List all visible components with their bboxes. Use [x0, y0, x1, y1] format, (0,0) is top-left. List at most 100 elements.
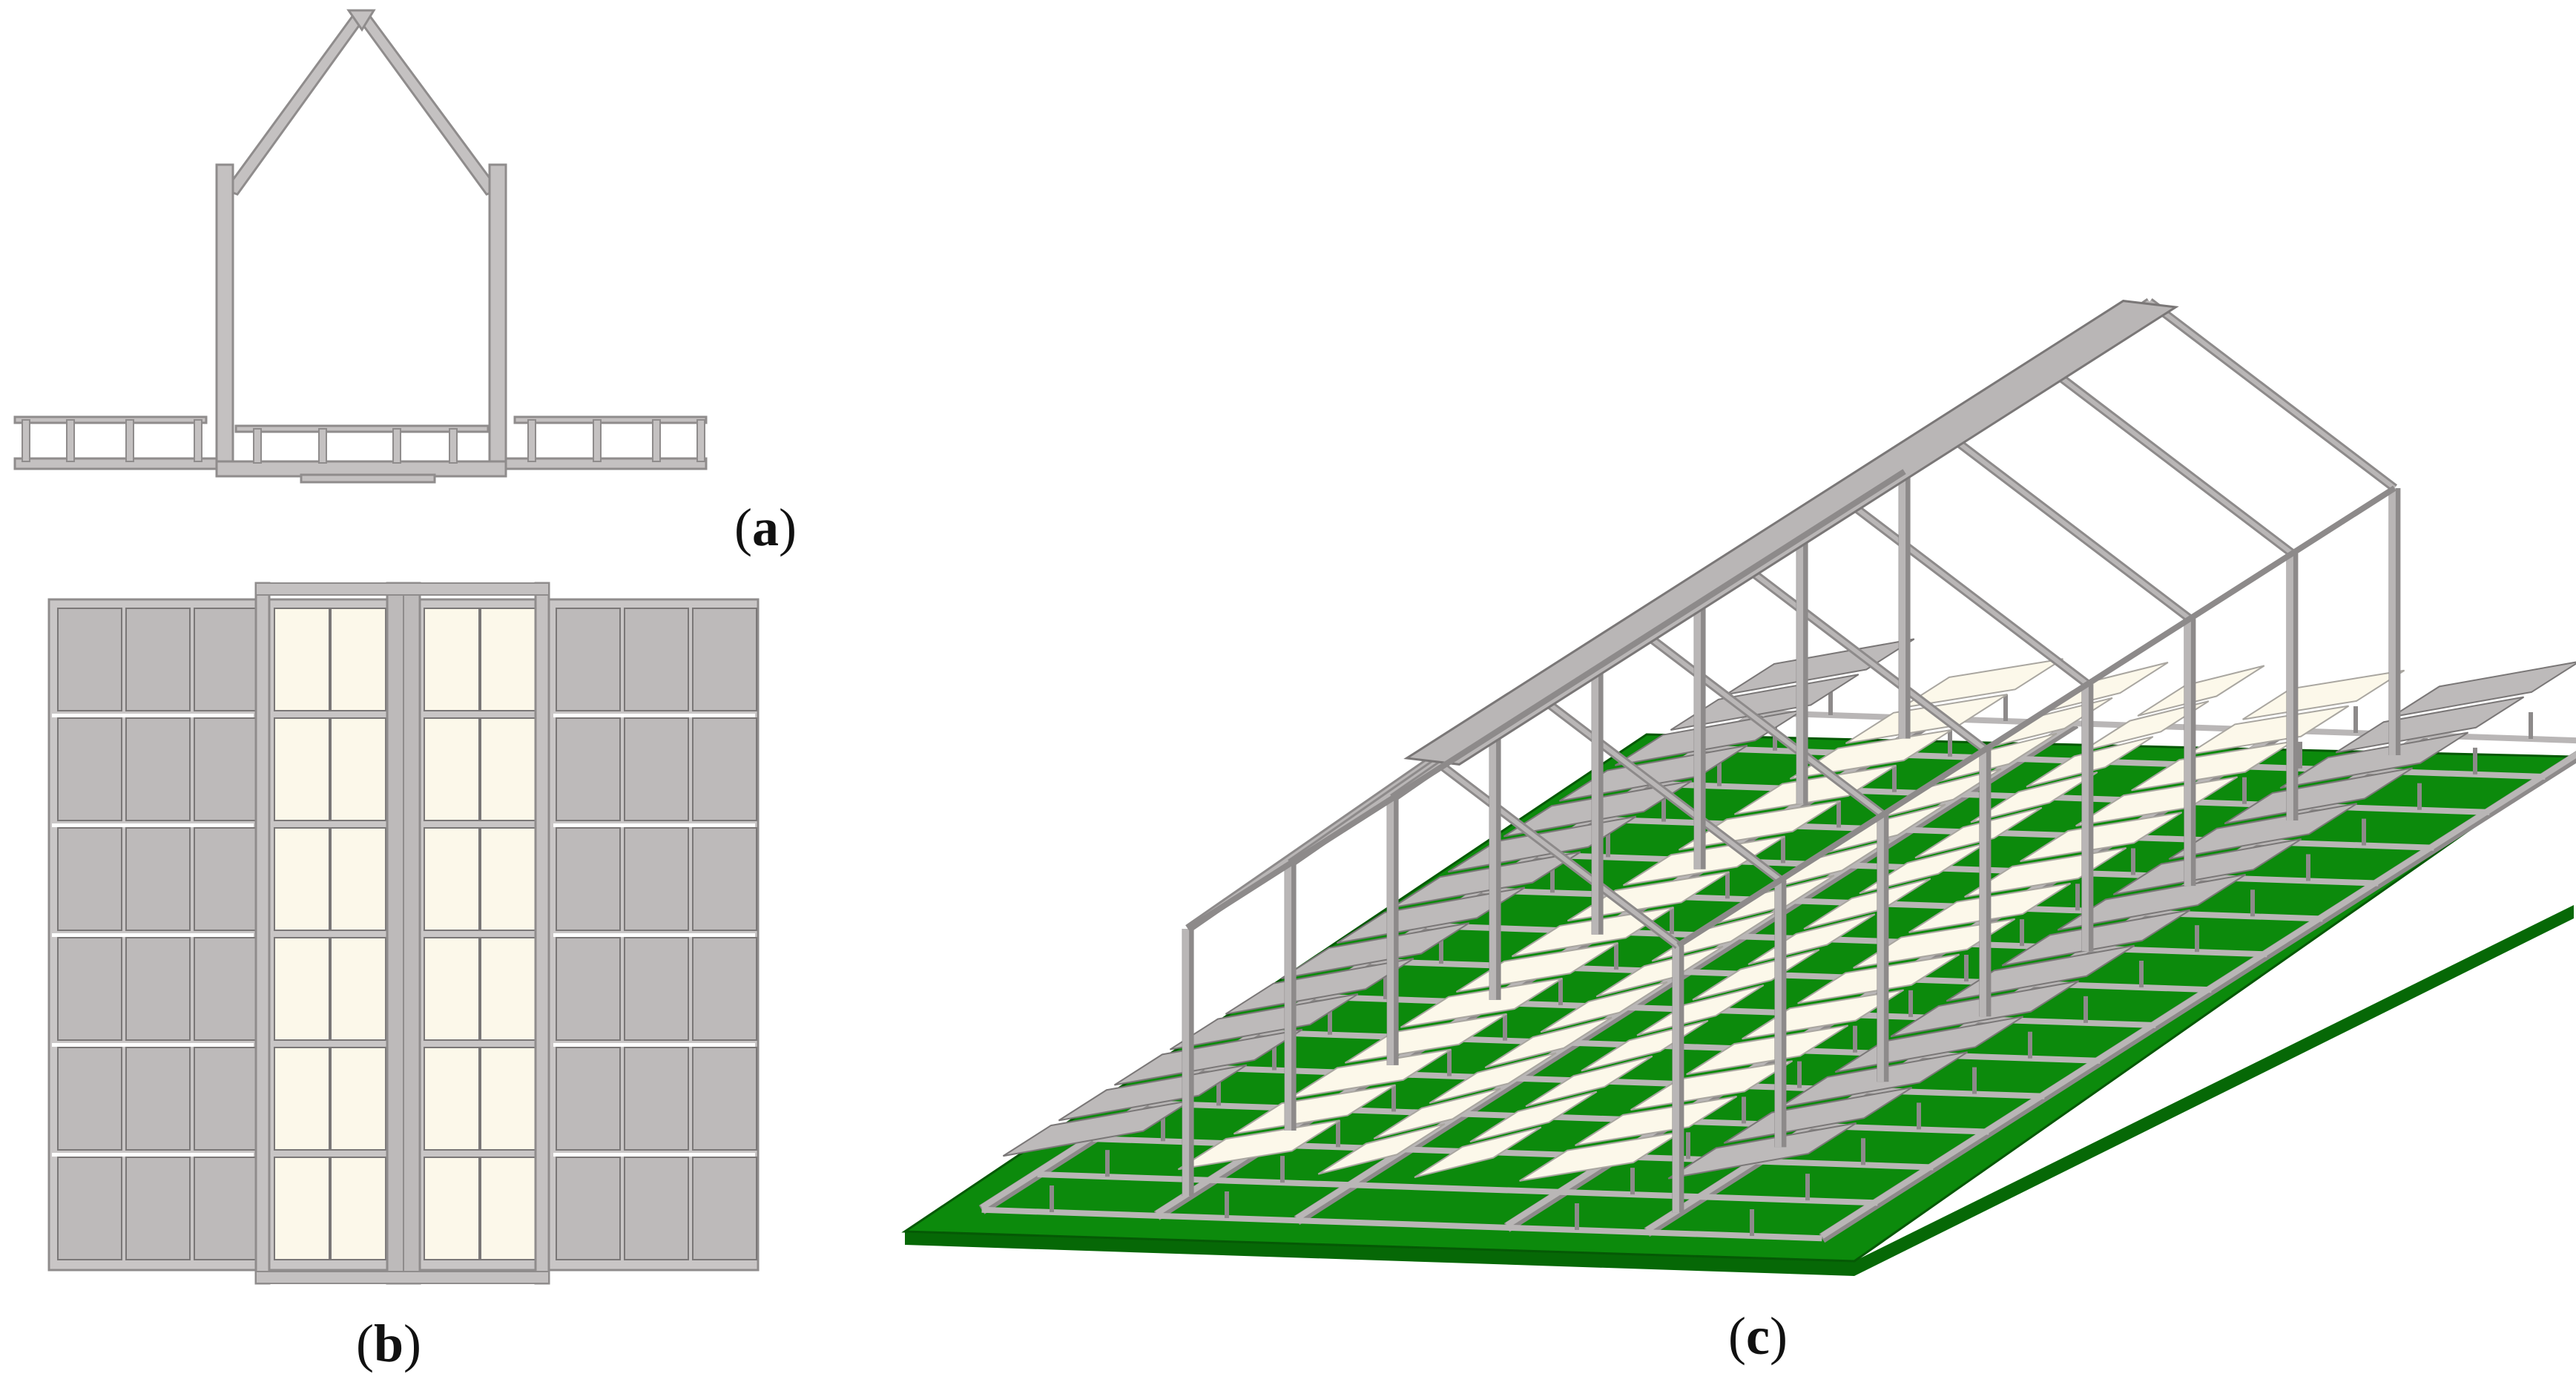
plan-panel-cell: [692, 827, 757, 931]
plan-panel-cell: [194, 1047, 259, 1151]
panel-a-front-elevation: (a): [0, 0, 816, 564]
gable-rafter-face: [1534, 691, 1782, 882]
gable-left-rafter: [223, 12, 370, 196]
pv-panel-light: [1400, 977, 1563, 1028]
panel-b-plan-view: (b): [45, 579, 786, 1388]
plan-panel-cell: [57, 937, 122, 1041]
pv-panel-light: [1595, 945, 1724, 998]
pv-panel-light: [1414, 1126, 1542, 1179]
plan-panel-cell: [692, 937, 757, 1041]
pv-panel-grey: [2335, 696, 2525, 754]
plan-gap-line: [52, 1153, 254, 1157]
base-plinth: [300, 473, 436, 484]
pv-panel-grey: [2224, 767, 2414, 825]
plan-panel-cell: [692, 1157, 757, 1260]
gable-rafter-face: [2148, 300, 2397, 490]
pv-panel-grey: [1169, 993, 1359, 1050]
plan-gap-line: [553, 1043, 755, 1047]
pv-panel-light: [1630, 1060, 1793, 1111]
pv-panel-light: [1970, 771, 2098, 823]
plan-panel-cell: [194, 717, 259, 821]
panel-c-label: (c): [1728, 1306, 1788, 1366]
gable-rafter-face: [1739, 561, 1987, 751]
eave-beam: [1186, 469, 1906, 932]
pv-panel-grey: [1113, 1028, 1303, 1086]
pv-panel-grey: [1280, 922, 1470, 979]
pv-panel-light: [2242, 669, 2405, 720]
plan-panel-cell: [556, 717, 621, 821]
plan-panel-cell: [194, 827, 259, 931]
plan-panel-cell: [330, 827, 386, 931]
plan-panel-cell: [125, 717, 191, 821]
plan-gap-line: [52, 823, 254, 827]
floor-posts: [22, 419, 705, 464]
pv-panel-light: [1233, 1084, 1396, 1135]
plan-panel-cell: [624, 1047, 689, 1151]
gable-rafter-face: [1432, 757, 1680, 947]
ridge-beam: [1403, 300, 2179, 766]
pv-panel-light: [2187, 705, 2350, 756]
plan-gap-line: [553, 1153, 755, 1157]
gable-rafter-face: [1636, 626, 1885, 817]
right-column: [488, 163, 507, 478]
plan-panel-cell: [424, 937, 480, 1041]
plan-panel-cell: [424, 827, 480, 931]
pv-panel-light: [1540, 981, 1668, 1033]
pv-panel-light: [1317, 1123, 1446, 1175]
greenhouse-wall-left: [254, 582, 271, 1285]
pv-panel-light: [1429, 1052, 1557, 1104]
pv-panel-light: [1484, 1016, 1613, 1069]
plan-panel-cell: [556, 1047, 621, 1151]
gable-right-rafter: [352, 12, 501, 196]
plan-panel-cell: [274, 1157, 330, 1260]
pv-panel-light: [1686, 1024, 1849, 1076]
pv-panel-light: [1733, 764, 1897, 815]
plan-panel-cell: [692, 608, 757, 711]
plan-panel-cell: [274, 827, 330, 931]
left-column: [215, 163, 234, 478]
pv-panel-grey: [1946, 944, 2135, 1002]
plan-panel-cell: [424, 608, 480, 711]
pv-panel-light: [1692, 949, 1820, 1001]
plan-gap-line: [553, 933, 755, 937]
pv-panel-light: [1900, 658, 2063, 709]
eave-beam: [1676, 485, 2397, 948]
pv-panel-grey: [2279, 731, 2469, 789]
pv-panel-light: [1344, 1013, 1507, 1064]
pv-panel-grey: [1391, 851, 1581, 909]
pv-panel-grey: [1225, 958, 1414, 1015]
plan-panel-cell: [424, 717, 480, 821]
plan-panel-cell: [556, 827, 621, 931]
pv-panel-light: [1845, 694, 2008, 744]
greenhouse-top-edge: [255, 582, 550, 596]
plan-panel-cell: [57, 717, 122, 821]
top-rail-center: [234, 424, 490, 433]
plan-panel-cell: [194, 1157, 259, 1260]
plan-panel-cell: [424, 1047, 480, 1151]
plan-gap-line: [553, 714, 755, 717]
pv-panel-light: [1789, 728, 1952, 780]
plan-panel-cell: [480, 827, 536, 931]
greenhouse-3d-drawing: [901, 297, 2576, 1276]
floor-beam-left: [13, 457, 218, 470]
pv-panel-light: [1288, 1048, 1452, 1099]
plan-panel-cell: [125, 1047, 191, 1151]
pv-panel-grey: [2001, 909, 2191, 967]
plan-panel-cell: [57, 1047, 122, 1151]
plan-panel-cell: [692, 717, 757, 821]
plan-panel-cell: [480, 1047, 536, 1151]
pv-panel-light: [2020, 812, 2183, 863]
plan-panel-cell: [274, 1047, 330, 1151]
base-cross-beam: [981, 1206, 1822, 1242]
plan-panel-cell: [480, 608, 536, 711]
plan-panel-cell: [330, 717, 386, 821]
pv-panel-grey: [1058, 1064, 1248, 1122]
ground-slab-side: [905, 905, 2574, 1276]
plan-panel-cell: [624, 827, 689, 931]
plan-panel-cell: [57, 1157, 122, 1260]
plan-panel-cell: [330, 1157, 386, 1260]
plan-panel-cell: [194, 608, 259, 711]
plan-gap-line: [52, 933, 254, 937]
plan-gap-line: [52, 714, 254, 717]
plan-panel-cell: [424, 1157, 480, 1260]
